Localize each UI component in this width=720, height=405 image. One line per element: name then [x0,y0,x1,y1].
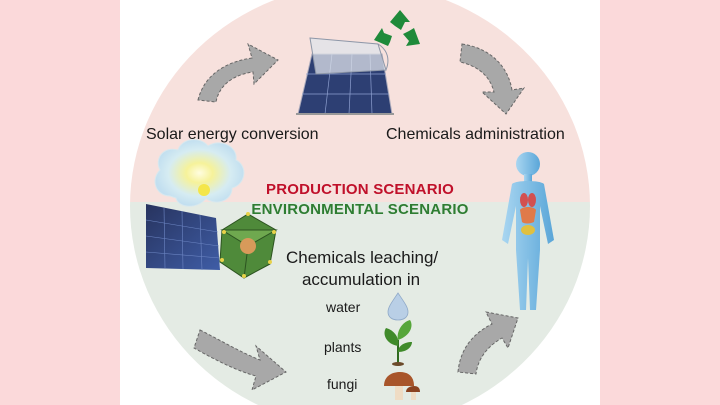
recycle-icon [374,10,420,46]
human-body-icon [502,152,554,310]
chemicals-leaching-label: Chemicals leaching/ accumulation in [286,247,439,291]
solar-array-icon [145,204,221,271]
plant-icon [384,320,412,366]
diagram-panel: Solar energy conversion Chemicals admini… [120,0,600,405]
plants-label: plants [324,339,362,355]
environmental-scenario-label: ENVIRONMENTAL SCENARIO [251,201,469,218]
water-label: water [326,299,361,315]
arrow-top-right [459,43,526,115]
water-drop-icon [387,292,409,321]
cycle-arrows [193,43,526,391]
chemicals-administration-label: Chemicals administration [386,126,565,143]
solar-panel-icon [296,37,394,115]
diagram-canvas [130,0,590,405]
mushroom-icon [384,372,420,400]
production-scenario-label: PRODUCTION SCENARIO [266,181,454,198]
sun-cloud-icon [154,139,245,207]
arrow-bottom-left [193,329,287,391]
arrow-bottom-right [457,311,519,375]
fungi-label: fungi [327,376,358,392]
perovskite-crystal-icon [219,212,278,279]
solar-energy-conversion-label: Solar energy conversion [146,126,319,143]
leaching-line-2: accumulation in [301,270,421,289]
arrow-top-left [197,43,279,103]
leaching-line-1: Chemicals leaching/ [286,248,439,267]
